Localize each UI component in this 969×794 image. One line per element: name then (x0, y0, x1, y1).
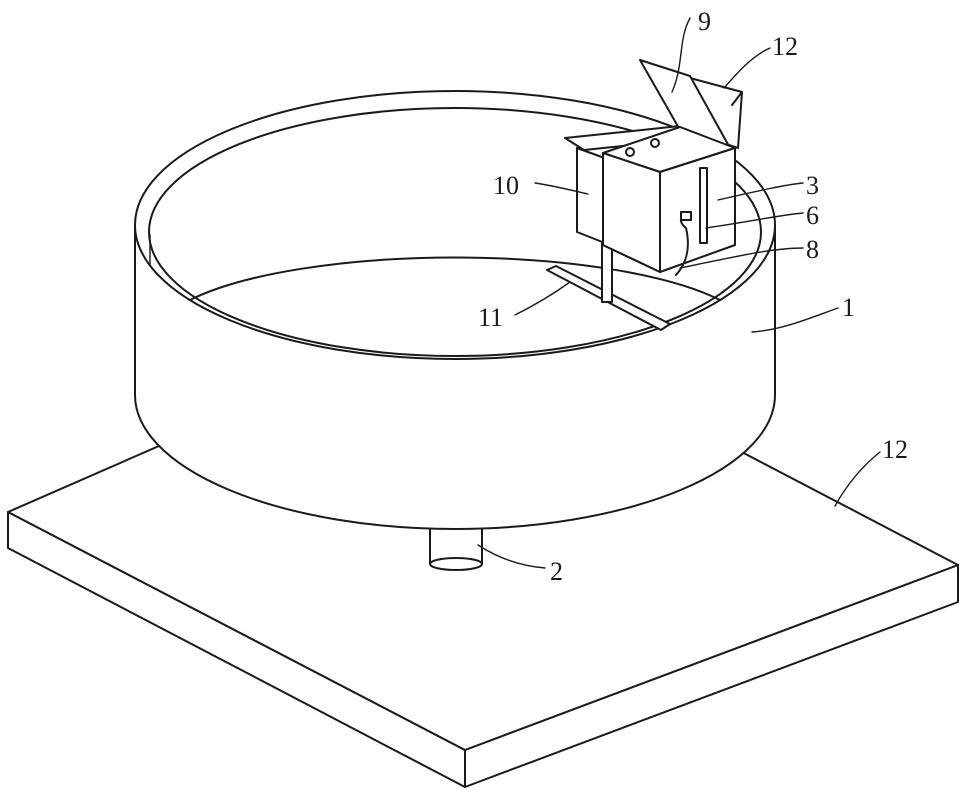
box (603, 127, 735, 272)
label-lid: 9 (698, 7, 711, 36)
label-wire: 8 (806, 235, 819, 264)
label-box: 3 (806, 171, 819, 200)
label-shaft: 2 (550, 557, 563, 586)
rod (700, 168, 707, 243)
label-bin-shelf: 12 (772, 32, 798, 61)
label-arm: 11 (478, 303, 503, 332)
label-cylinder: 1 (842, 293, 855, 322)
label-rod: 6 (806, 201, 819, 230)
label-base-plate: 12 (882, 435, 908, 464)
label-side-box: 10 (493, 171, 519, 200)
